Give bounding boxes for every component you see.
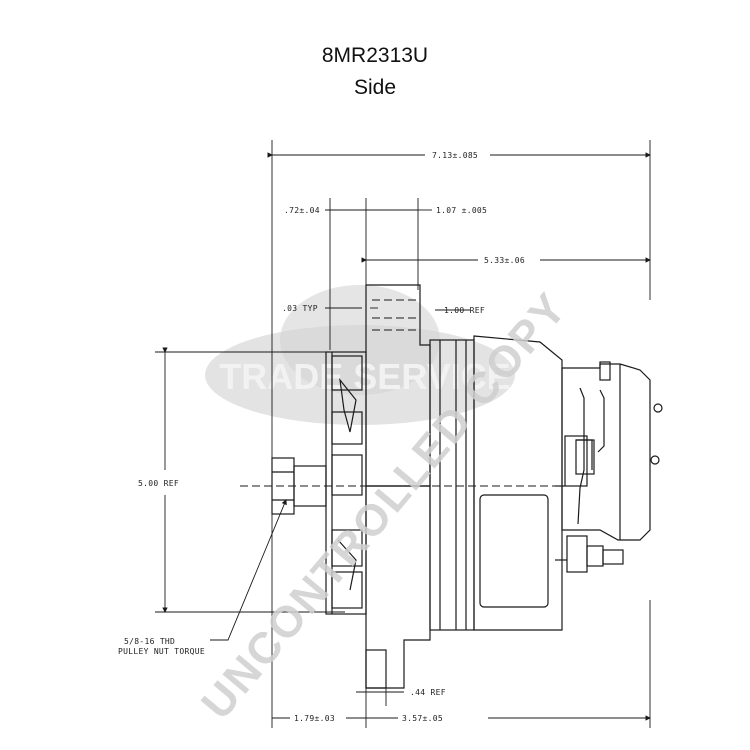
dimension-labels: 7.13±.085 .72±.04 1.07 ±.005 5.33±.06 .0… xyxy=(138,151,525,723)
dim-front-offset: .72±.04 xyxy=(284,206,320,215)
trade-service-text: TRADE SERVICE xyxy=(219,356,510,397)
dim-gap: .03 TYP xyxy=(282,304,318,313)
dim-overall-length: 7.13±.085 xyxy=(432,151,478,160)
dim-front-to-mount: 1.79±.03 xyxy=(294,714,335,723)
callout-line-1: 5/8-16 THD xyxy=(124,637,175,646)
extension-lines xyxy=(155,140,651,728)
trade-service-watermark: TRADE SERVICE xyxy=(205,285,515,425)
dim-mount-ref: .44 REF xyxy=(410,688,446,697)
dimension-lines xyxy=(162,152,651,721)
dim-height-ref: 5.00 REF xyxy=(138,479,179,488)
view-subtitle: Side xyxy=(353,76,397,99)
thread-callout: 5/8-16 THD PULLEY NUT TORQUE xyxy=(118,499,287,656)
alternator-body xyxy=(240,284,663,689)
dim-boss-ref: 1.00 REF xyxy=(444,306,485,315)
dim-mount-to-rear: 3.57±.05 xyxy=(402,714,443,723)
dim-rear-length: 5.33±.06 xyxy=(484,256,525,265)
callout-line-2: PULLEY NUT TORQUE xyxy=(118,647,205,656)
part-number-title: 8MR2313U xyxy=(321,44,429,67)
dim-pulley-offset: 1.07 ±.005 xyxy=(436,206,487,215)
